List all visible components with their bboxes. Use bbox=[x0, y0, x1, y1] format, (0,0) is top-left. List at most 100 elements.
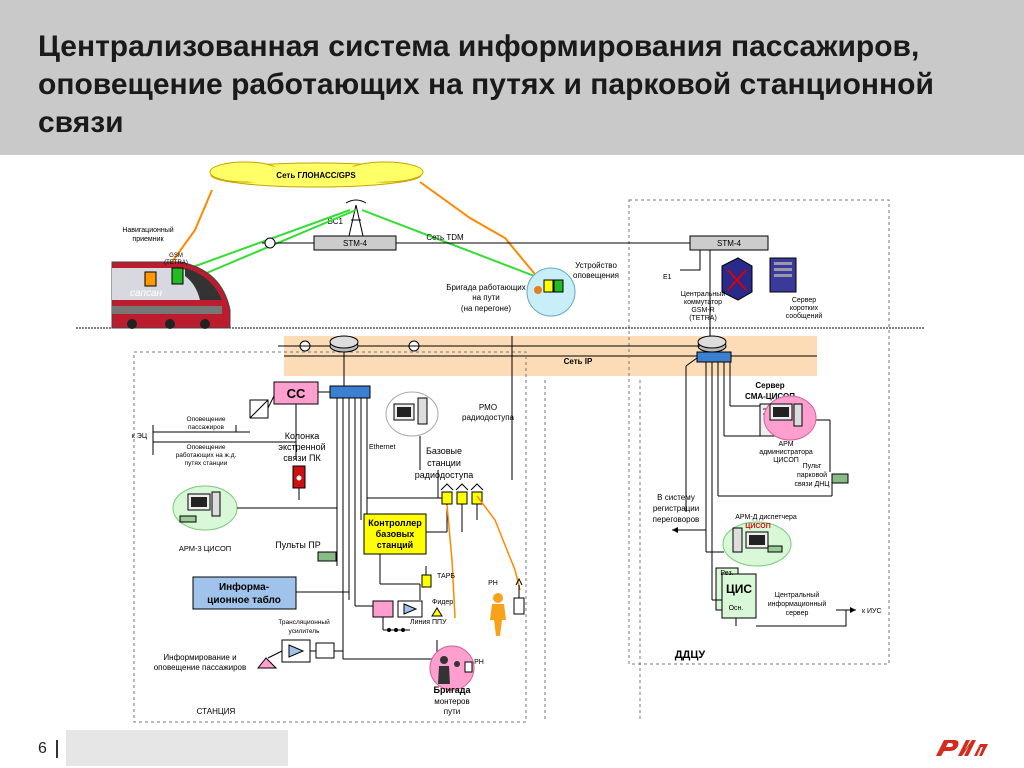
svg-text:АРМ-3 ЦИСОП: АРМ-3 ЦИСОП bbox=[179, 544, 231, 553]
stm4-right bbox=[689, 235, 769, 251]
ppu-box-1 bbox=[372, 600, 394, 618]
svg-text:Фидер: Фидер bbox=[432, 599, 453, 606]
ddcu-switch bbox=[696, 351, 732, 363]
svg-text:STM-4: STM-4 bbox=[717, 239, 742, 248]
svg-text:STM-4: STM-4 bbox=[343, 239, 368, 248]
ddcu-area bbox=[628, 199, 890, 665]
svg-text:Бригада работающих: Бригада работающих bbox=[446, 283, 526, 292]
svg-text:связи ПК: связи ПК bbox=[283, 453, 321, 463]
svg-text:РН: РН bbox=[488, 580, 498, 587]
svg-text:оповещение пассажиров: оповещение пассажиров bbox=[154, 663, 247, 672]
feeder-speaker-icon bbox=[431, 607, 443, 617]
svg-text:парковой: парковой bbox=[797, 471, 827, 479]
svg-text:АРМ-Д диспетчера: АРМ-Д диспетчера bbox=[735, 514, 797, 521]
svg-text:администратора: администратора bbox=[759, 449, 813, 456]
svg-text:АРМ: АРМ bbox=[778, 441, 793, 448]
svg-text:ТАРБ: ТАРБ bbox=[437, 573, 455, 580]
svg-text:Центральный: Центральный bbox=[775, 591, 820, 599]
svg-text:Оповещение: Оповещение bbox=[187, 416, 226, 423]
station-area bbox=[133, 351, 527, 723]
gsm-device bbox=[171, 267, 184, 285]
svg-text:Оповещение: Оповещение bbox=[187, 444, 226, 451]
svg-text:путях станции: путях станции bbox=[185, 460, 228, 467]
svg-text:сапсан: сапсан bbox=[130, 288, 163, 299]
svg-text:монтеров: монтеров bbox=[434, 697, 470, 706]
svg-text:коротких: коротких bbox=[790, 305, 819, 312]
gsm-r-switch-icon bbox=[721, 257, 753, 301]
tdm-label: Сеть TDM bbox=[426, 233, 464, 242]
svg-text:Ethernet: Ethernet bbox=[369, 444, 396, 451]
svg-text:оповещения: оповещения bbox=[573, 271, 619, 280]
footer-strip bbox=[66, 730, 288, 766]
svg-text:приемник: приемник bbox=[132, 236, 164, 243]
svg-text:регистрации: регистрации bbox=[653, 504, 699, 513]
svg-text:усилитель: усилитель bbox=[289, 628, 321, 635]
page-divider bbox=[56, 740, 58, 758]
svg-text:GSM-R: GSM-R bbox=[691, 307, 714, 314]
worker-icon bbox=[490, 593, 506, 636]
bs1-label: БС1 bbox=[328, 217, 344, 226]
speaker-icon bbox=[256, 657, 278, 669]
svg-text:к ИУС: к ИУС bbox=[862, 608, 882, 615]
svg-text:радиодоступа: радиодоступа bbox=[415, 470, 473, 480]
emergency-column-icon bbox=[292, 465, 306, 500]
glonass-cloud: Сеть ГЛОНАСС/GPS bbox=[209, 161, 424, 188]
svg-text:базовых: базовых bbox=[376, 529, 415, 539]
svg-text:Осн.: Осн. bbox=[729, 605, 744, 612]
bs1-tower-icon bbox=[345, 199, 367, 237]
svg-text:экстренной: экстренной bbox=[278, 442, 325, 452]
svg-text:СТАНЦИЯ: СТАНЦИЯ bbox=[197, 707, 236, 716]
rzd-logo-icon bbox=[936, 740, 988, 756]
svg-text:Центральный: Центральный bbox=[681, 290, 726, 298]
station-switch bbox=[329, 385, 371, 399]
pr-panel-icon bbox=[317, 551, 337, 562]
svg-text:Сервер: Сервер bbox=[755, 381, 784, 390]
svg-text:пассажиров: пассажиров bbox=[188, 424, 224, 431]
svg-text:связи ДНЦ: связи ДНЦ bbox=[795, 481, 831, 488]
sms-server-icon bbox=[769, 257, 797, 293]
svg-text:Информирование и: Информирование и bbox=[163, 653, 236, 662]
svg-text:коммутатор: коммутатор bbox=[684, 299, 722, 306]
svg-text:Базовые: Базовые bbox=[426, 446, 462, 456]
slide-title: Централизованная система информирования … bbox=[38, 30, 934, 140]
svg-text:станций: станций bbox=[377, 540, 413, 550]
svg-text:СС: СС bbox=[287, 386, 306, 401]
stm4-left bbox=[313, 235, 397, 251]
svg-text:на пути: на пути bbox=[472, 293, 500, 302]
svg-text:GSM: GSM bbox=[169, 253, 183, 259]
svg-text:информационный: информационный bbox=[768, 600, 827, 608]
svg-text:ДДЦУ: ДДЦУ bbox=[675, 649, 706, 661]
svg-text:радиодоступа: радиодоступа bbox=[462, 413, 515, 422]
svg-text:переговоров: переговоров bbox=[653, 515, 700, 524]
svg-text:СМА-ЦИСОП: СМА-ЦИСОП bbox=[745, 392, 795, 401]
svg-text:ЦИСОП: ЦИСОП bbox=[745, 523, 771, 530]
train-icon: сапсан bbox=[111, 261, 231, 329]
gps-link-brigade bbox=[419, 181, 549, 291]
svg-text:Колонка: Колонка bbox=[285, 431, 320, 441]
svg-text:пути: пути bbox=[444, 707, 460, 716]
network-diagram: Сеть IP Сеть ГЛОНАСС/GPS БС1 bbox=[76, 161, 925, 723]
svg-text:станции: станции bbox=[427, 458, 461, 468]
svg-text:(TETRA): (TETRA) bbox=[164, 260, 188, 266]
title-bar bbox=[0, 0, 1024, 155]
nav-receiver-device bbox=[144, 271, 157, 287]
svg-text:E1: E1 bbox=[663, 274, 672, 281]
svg-text:Сервер: Сервер bbox=[792, 297, 816, 304]
svg-text:Бригада: Бригада bbox=[434, 685, 472, 695]
svg-text:(TETRA): (TETRA) bbox=[689, 315, 717, 322]
svg-text:сервер: сервер bbox=[786, 610, 809, 617]
svg-text:сообщений: сообщений bbox=[786, 312, 823, 320]
svg-text:ционное табло: ционное табло bbox=[207, 594, 281, 606]
svg-text:РМО: РМО bbox=[479, 403, 497, 412]
info-board-box bbox=[192, 576, 297, 610]
svg-text:Информа-: Информа- bbox=[219, 581, 269, 593]
svg-text:Пульт: Пульт bbox=[803, 463, 823, 470]
svg-text:Контроллер: Контроллер bbox=[368, 518, 422, 528]
tarb-device bbox=[421, 574, 432, 588]
svg-text:Трансляционный: Трансляционный bbox=[278, 618, 330, 626]
bs-controller-box bbox=[363, 513, 427, 555]
svg-text:Линия ППУ: Линия ППУ bbox=[410, 619, 447, 626]
router-icon-ddcu bbox=[697, 335, 727, 353]
svg-text:к ЭЦ: к ЭЦ bbox=[132, 433, 148, 440]
ip-network-label: Сеть IP bbox=[564, 357, 593, 366]
